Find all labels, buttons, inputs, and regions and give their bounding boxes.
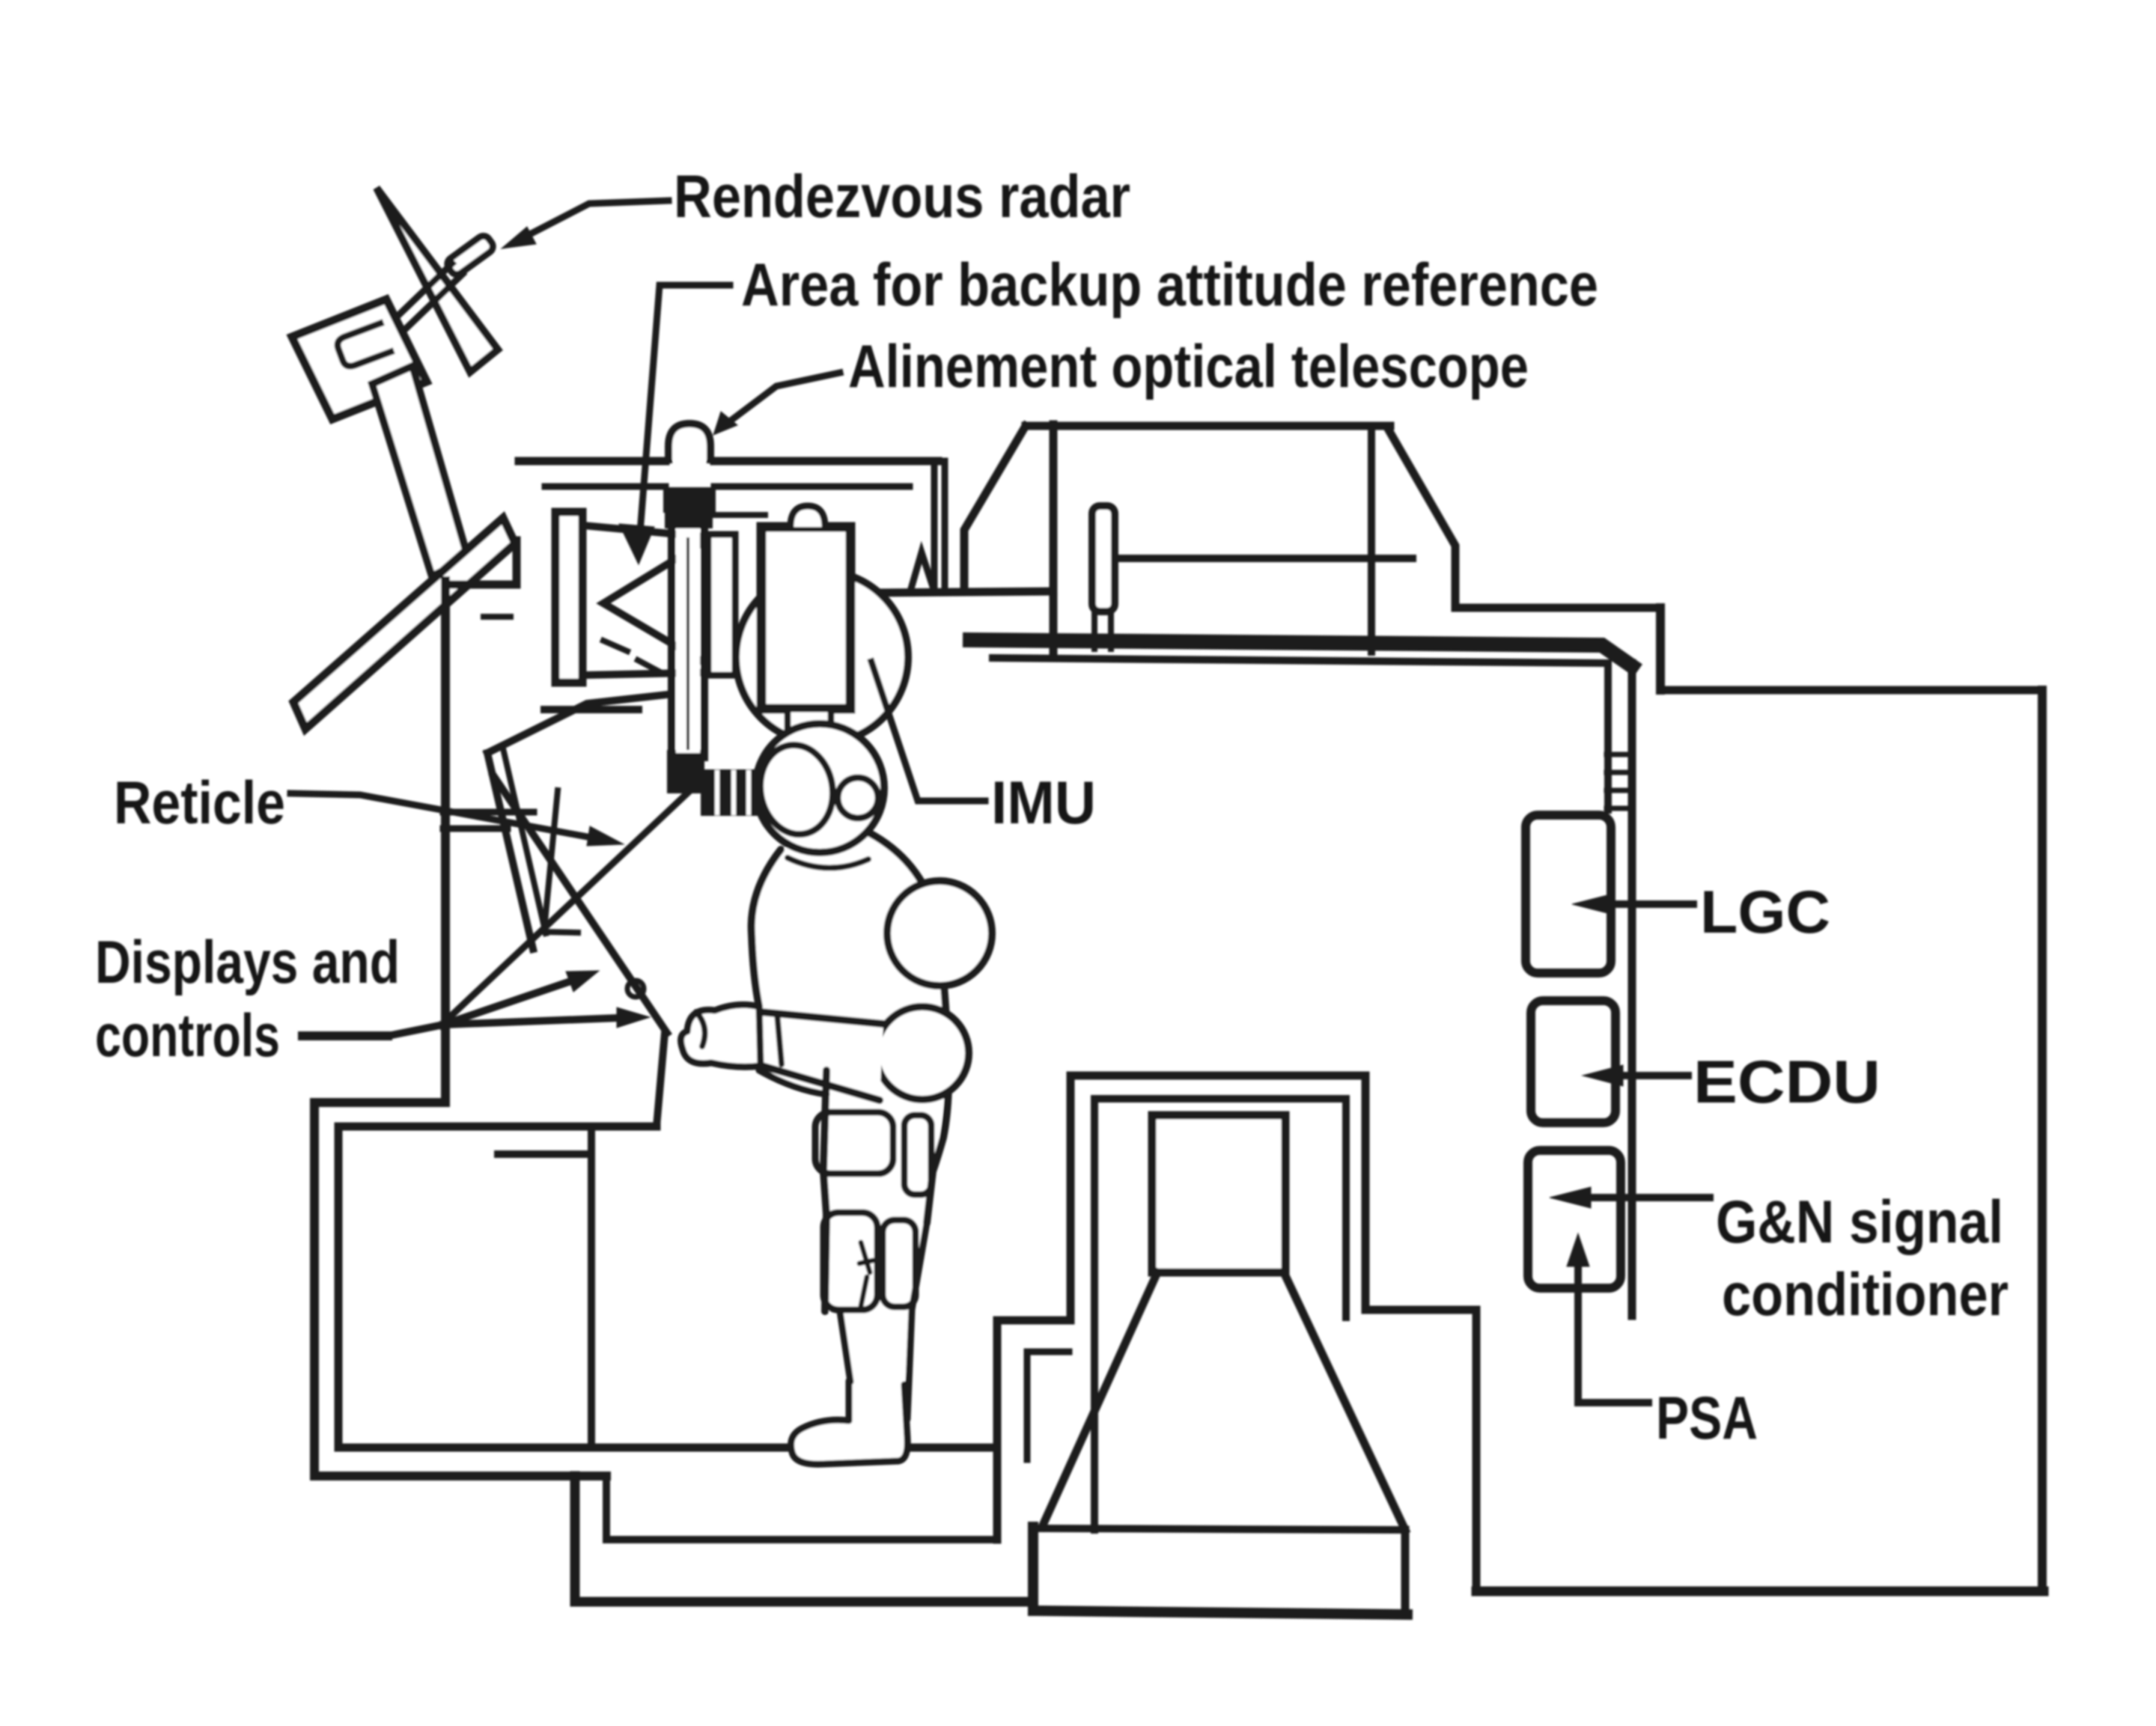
svg-text:Reticle: Reticle bbox=[114, 769, 285, 837]
svg-text:IMU: IMU bbox=[991, 769, 1096, 837]
svg-text:Area for backup attitude refer: Area for backup attitude reference bbox=[741, 251, 1598, 319]
svg-text:conditioner: conditioner bbox=[1722, 1261, 2009, 1329]
svg-text:Displays and: Displays and bbox=[95, 929, 400, 996]
svg-text:Alinement optical telescope: Alinement optical telescope bbox=[848, 333, 1529, 400]
svg-text:PSA: PSA bbox=[1656, 1385, 1758, 1452]
svg-text:Rendezvous radar: Rendezvous radar bbox=[674, 163, 1130, 231]
svg-text:ECDU: ECDU bbox=[1693, 1049, 1881, 1116]
svg-text:controls: controls bbox=[95, 1002, 280, 1070]
svg-text:LGC: LGC bbox=[1700, 879, 1830, 946]
svg-text:G&N signal: G&N signal bbox=[1716, 1189, 2003, 1256]
